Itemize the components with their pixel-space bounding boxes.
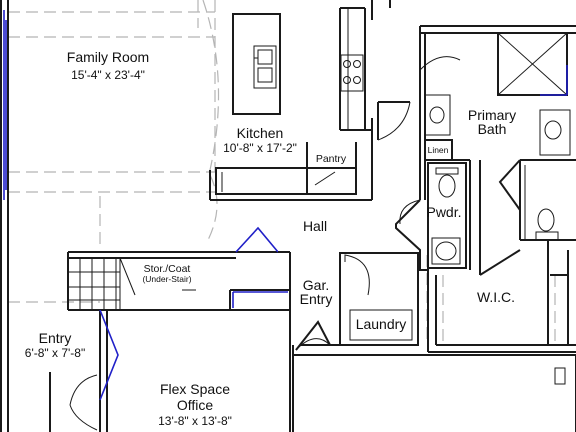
storage-walls: [229, 226, 341, 310]
linen-label: Linen: [428, 145, 449, 155]
bath-vanity-left: [424, 94, 451, 136]
kitchen-dims: 10'-8" x 17'-2": [223, 141, 297, 155]
primary-suite-walls: [479, 159, 576, 345]
upper-right-walls: [389, 0, 576, 200]
laundry-label: Laundry: [356, 316, 407, 332]
primary-bath-label-line1: Primary: [468, 107, 516, 123]
powder-label: Pwdr.: [426, 204, 461, 220]
entry-walls: [49, 309, 119, 432]
laundry-walls: [339, 252, 419, 346]
garage-entry-label-line1: Gar.: [303, 277, 329, 293]
entry-label: Entry: [39, 330, 72, 346]
storage-note: (Under-Stair): [142, 274, 191, 284]
kitchen-side-walls: [371, 0, 411, 141]
wic-room: [427, 250, 576, 353]
primary-bath-label-line2: Bath: [478, 121, 507, 137]
pantry-label: Pantry: [316, 153, 347, 165]
powder-room: [427, 162, 467, 269]
flex-label-line1: Flex Space: [160, 381, 230, 397]
shower: [497, 32, 568, 96]
garage-entry-walls: [292, 320, 576, 432]
kitchen-label: Kitchen: [237, 125, 284, 141]
kitchen-island: [232, 13, 281, 115]
family-room-dims: 15'-4" x 23'-4": [71, 68, 145, 82]
entry-dims: 6'-8" x 7'-8": [25, 346, 85, 360]
flex-room-walls: [107, 309, 291, 432]
pantry-walls: [209, 118, 373, 201]
storage-label: Stor./Coat: [144, 263, 191, 275]
exterior-wall-left: [0, 0, 9, 432]
kitchen-counter: [339, 7, 366, 131]
bath-vanity-right: [539, 109, 571, 156]
linen-closet: [424, 139, 471, 270]
flex-dims: 13'-8" x 13'-8": [158, 414, 232, 428]
wic-label: W.I.C.: [477, 289, 515, 305]
flex-label-line2: Office: [177, 397, 214, 413]
hall-label: Hall: [303, 218, 327, 234]
garage-entry-label-line2: Entry: [300, 291, 333, 307]
hall-angled-walls: [395, 199, 428, 271]
pantry-door-swing: [314, 171, 336, 186]
family-room-label: Family Room: [67, 49, 149, 65]
